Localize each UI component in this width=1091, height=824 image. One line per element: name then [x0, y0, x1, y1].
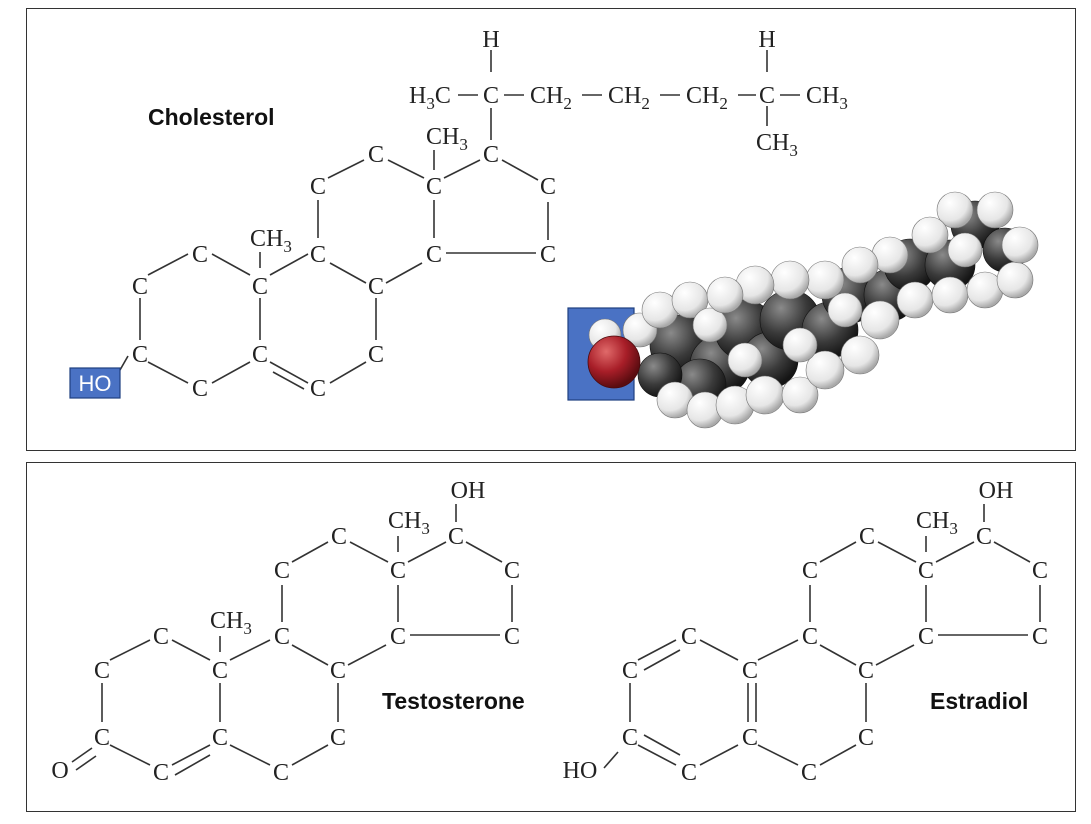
svg-text:C: C [330, 725, 346, 751]
svg-text:H3C: H3C [409, 83, 451, 113]
svg-text:C: C [681, 760, 697, 786]
svg-text:C: C [274, 558, 290, 584]
svg-text:OH: OH [451, 478, 486, 504]
svg-text:C: C [858, 725, 874, 751]
svg-text:C: C [622, 658, 638, 684]
svg-text:C: C [540, 174, 556, 200]
svg-text:C: C [390, 558, 406, 584]
svg-text:C: C [94, 725, 110, 751]
estradiol-title: Estradiol [930, 688, 1028, 714]
svg-text:C: C [426, 242, 442, 268]
svg-text:HO: HO [79, 371, 112, 396]
svg-text:CH2: CH2 [686, 83, 728, 113]
svg-text:C: C [448, 524, 464, 550]
svg-text:H: H [482, 27, 499, 53]
svg-text:C: C [368, 342, 384, 368]
svg-text:C: C [1032, 624, 1048, 650]
svg-text:OH: OH [979, 478, 1014, 504]
svg-text:CH3: CH3 [756, 130, 798, 160]
svg-text:C: C [252, 342, 268, 368]
svg-text:C: C [132, 342, 148, 368]
svg-text:C: C [504, 558, 520, 584]
testosterone-title: Testosterone [382, 688, 525, 714]
steroids-panel [26, 462, 1076, 812]
svg-text:C: C [742, 725, 758, 751]
svg-text:C: C [153, 624, 169, 650]
svg-text:C: C [390, 624, 406, 650]
svg-text:CH3: CH3 [806, 83, 848, 113]
svg-text:C: C [132, 274, 148, 300]
svg-text:C: C [153, 760, 169, 786]
svg-text:C: C [368, 274, 384, 300]
cholesterol-atoms: C C C C C C C C C C C C C C C C C CH3 CH… [132, 27, 848, 402]
svg-text:HO: HO [563, 758, 598, 784]
svg-text:C: C [1032, 558, 1048, 584]
svg-text:C: C [859, 524, 875, 550]
testosterone-bonds [71, 504, 513, 776]
svg-text:CH3: CH3 [210, 608, 252, 638]
svg-text:C: C [192, 376, 208, 402]
svg-text:C: C [858, 658, 874, 684]
svg-text:C: C [212, 658, 228, 684]
svg-text:C: C [212, 725, 228, 751]
svg-text:CH2: CH2 [608, 83, 650, 113]
svg-text:CH3: CH3 [388, 508, 430, 538]
svg-text:C: C [681, 624, 697, 650]
cholesterol-space-filling-model [567, 191, 1039, 429]
svg-text:C: C [330, 658, 346, 684]
svg-text:C: C [273, 760, 289, 786]
svg-text:CH3: CH3 [916, 508, 958, 538]
svg-text:C: C [483, 83, 499, 109]
svg-text:C: C [622, 725, 638, 751]
estradiol-atoms: C C C C C C C C C C C C C C C C C HO OH … [563, 478, 1048, 786]
svg-text:C: C [368, 142, 384, 168]
hydroxyl-highlight: HO [69, 367, 121, 399]
svg-text:C: C [918, 558, 934, 584]
svg-text:C: C [483, 142, 499, 168]
svg-text:C: C [802, 624, 818, 650]
svg-text:H: H [758, 27, 775, 53]
svg-text:CH3: CH3 [250, 226, 292, 256]
svg-text:C: C [540, 242, 556, 268]
estradiol-bonds [603, 504, 1041, 769]
cholesterol-title: Cholesterol [148, 104, 275, 130]
svg-text:C: C [426, 174, 442, 200]
testosterone-atoms: C C C C C C C C C C C C C C C C C O OH C… [51, 478, 520, 786]
cholesterol-panel [26, 8, 1076, 451]
svg-text:C: C [742, 658, 758, 684]
svg-text:C: C [94, 658, 110, 684]
svg-text:C: C [802, 558, 818, 584]
svg-text:C: C [918, 624, 934, 650]
svg-text:C: C [504, 624, 520, 650]
svg-text:O: O [51, 758, 68, 784]
svg-text:C: C [759, 83, 775, 109]
cholesterol-bonds [119, 50, 800, 390]
svg-text:C: C [310, 376, 326, 402]
svg-text:C: C [310, 174, 326, 200]
svg-text:C: C [274, 624, 290, 650]
svg-text:C: C [310, 242, 326, 268]
svg-text:C: C [801, 760, 817, 786]
svg-text:C: C [976, 524, 992, 550]
svg-text:C: C [192, 242, 208, 268]
svg-text:C: C [252, 274, 268, 300]
svg-text:C: C [331, 524, 347, 550]
svg-text:CH3: CH3 [426, 124, 468, 154]
svg-text:CH2: CH2 [530, 83, 572, 113]
